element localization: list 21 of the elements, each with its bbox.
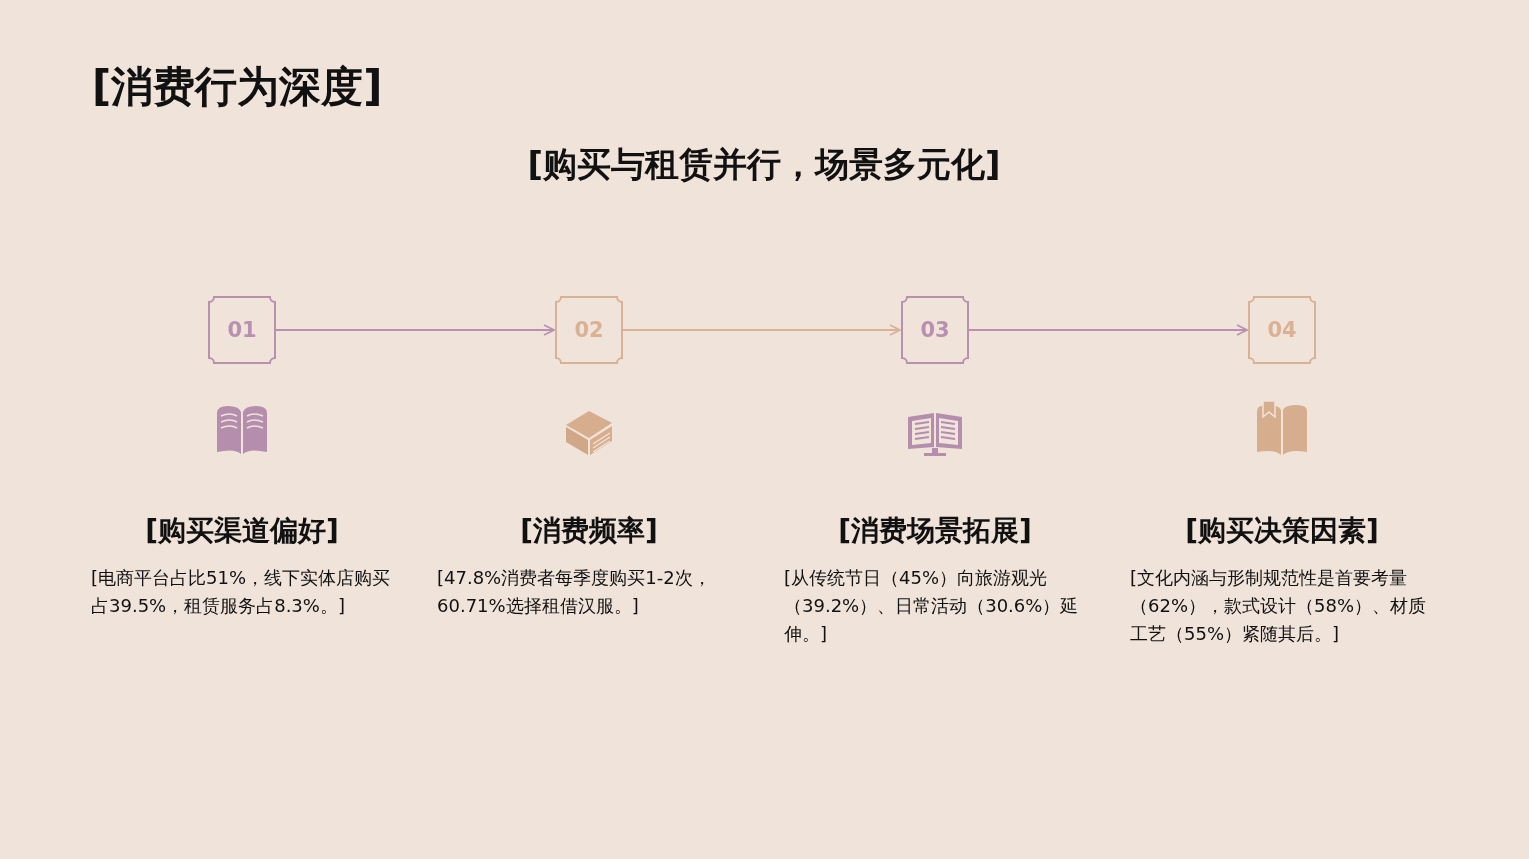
- section-heading: [购买渠道偏好]: [145, 514, 339, 548]
- step-number-box: [1248, 296, 1316, 364]
- step-number: 02: [574, 319, 604, 341]
- arrow: [275, 324, 555, 336]
- step-number: 01: [227, 319, 257, 341]
- section-heading: [消费频率]: [520, 514, 658, 548]
- description-text: [47.8%消费者每季度购买1-2次，60.71%选择租借汉服。]: [437, 566, 712, 618]
- step-number-box: [555, 296, 623, 364]
- page-title: [消费行为深度]: [92, 62, 383, 113]
- description-text: [电商平台占比51%，线下实体店购买占39.5%，租赁服务占8.3%。]: [91, 566, 392, 618]
- subtitle: [购买与租赁并行，场景多元化]: [527, 144, 1001, 185]
- step-number-box: [901, 296, 969, 364]
- step-number-box: [208, 296, 276, 364]
- description-text: [文化内涵与形制规范性是首要考量（62%），款式设计（58%）、材质工艺（55%）紧随其后。]: [1130, 566, 1427, 646]
- arrow: [968, 324, 1248, 336]
- section-heading: [消费场景拓展]: [838, 514, 1032, 548]
- step-number: 03: [920, 319, 950, 341]
- arrow: [622, 324, 901, 336]
- section-heading: [购买决策因素]: [1185, 514, 1379, 548]
- step-number: 04: [1267, 319, 1297, 341]
- description-text: [从传统节日（45%）向旅游观光（39.2%）、日常活动（30.6%）延伸。]: [784, 566, 1080, 646]
